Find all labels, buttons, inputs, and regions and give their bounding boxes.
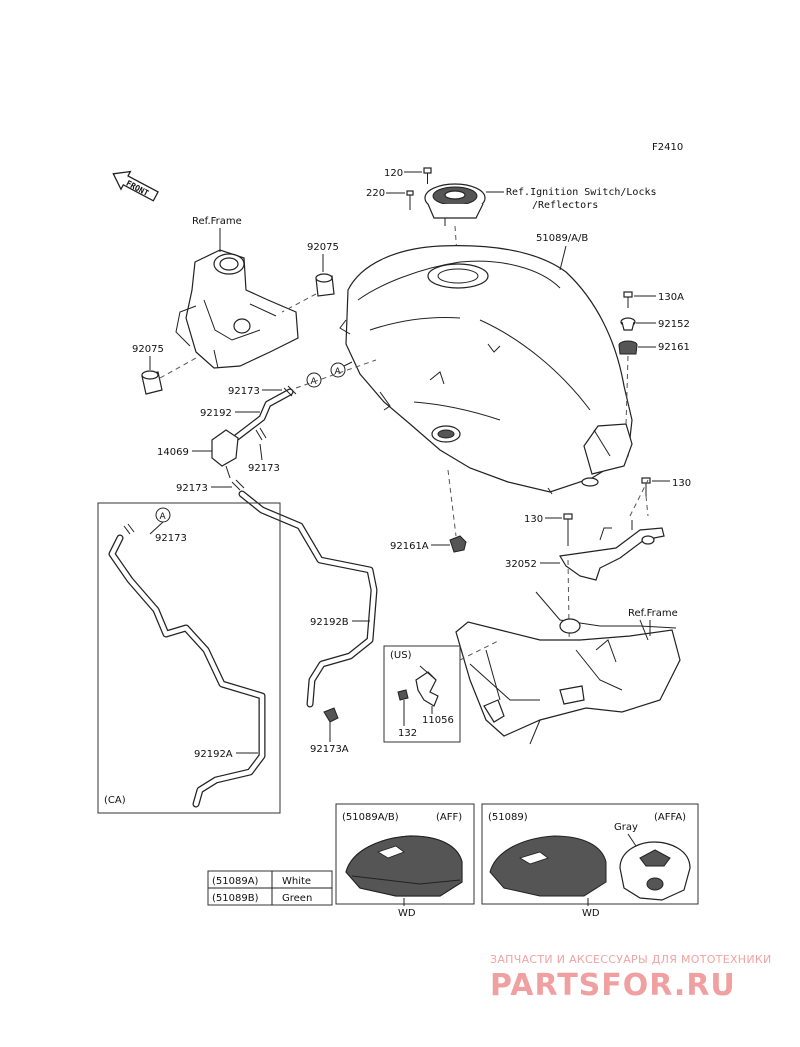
- variant-left-tag: (AFF): [436, 812, 462, 823]
- lower-frame: [455, 591, 681, 745]
- label-14069: 14069: [157, 447, 189, 458]
- ref-ignition-label-1: Ref.Ignition Switch/Locks: [506, 187, 657, 198]
- bolt-130-mid: [563, 513, 573, 546]
- clamp-92173-top: [283, 385, 297, 397]
- label-220: 220: [366, 188, 385, 199]
- label-92152: 92152: [658, 319, 690, 330]
- connector-a-circle-3: A: [155, 507, 171, 523]
- variant-left-caption: WD: [398, 908, 416, 919]
- color-table-color-2: Green: [282, 893, 312, 904]
- separator-14069: [211, 429, 239, 479]
- color-table: (51089A) White (51089B) Green: [207, 870, 333, 906]
- label-92075-left: 92075: [132, 344, 164, 355]
- clamp-92173-lower: [231, 479, 245, 491]
- ref-frame-bottom-label: Ref.Frame: [628, 608, 678, 619]
- clamp-92173-mid: [255, 427, 267, 441]
- label-92173-a: 92173: [228, 386, 260, 397]
- label-92173-c: 92173: [176, 483, 208, 494]
- label-130-mid: 130: [524, 514, 543, 525]
- bolt-120: [423, 167, 432, 184]
- us-box: [383, 645, 461, 743]
- clip-92173A: [323, 707, 339, 723]
- label-92192B: 92192B: [310, 617, 349, 628]
- label-92173-b: 92173: [248, 463, 280, 474]
- drain-hose-92192A: [108, 534, 266, 808]
- label-92192: 92192: [200, 408, 232, 419]
- tank-variant-left: [345, 835, 463, 897]
- label-32052: 32052: [505, 559, 537, 570]
- us-label: (US): [390, 650, 412, 661]
- svg-text:A: A: [160, 512, 167, 522]
- bracket-32052: [559, 520, 665, 581]
- svg-text:A: A: [335, 367, 342, 377]
- variant-left-code: (51089A/B): [342, 812, 399, 823]
- label-92173A: 92173A: [310, 744, 349, 755]
- ca-label: (CA): [104, 795, 126, 806]
- variant-right-caption: WD: [582, 908, 600, 919]
- front-arrow-icon: FRONT: [112, 170, 159, 202]
- watermark-logo: PARTSFOR.RU: [490, 968, 736, 1003]
- label-92173-ca: 92173: [155, 533, 187, 544]
- clamp-92173-ca: [123, 523, 135, 535]
- bolt-130A: [623, 291, 633, 308]
- drain-hose-92192B: [238, 490, 378, 708]
- ca-box: [97, 502, 281, 814]
- fuel-tank: [339, 245, 633, 495]
- watermark-tagline: ЗАПЧАСТИ И АКСЕССУАРЫ ДЛЯ МОТОТЕХНИКИ: [490, 953, 772, 966]
- color-table-code-2: (51089B): [212, 893, 259, 904]
- rubber-92075-left: [141, 370, 163, 395]
- tank-cover-gray: [619, 841, 691, 901]
- screw-220: [406, 190, 414, 210]
- bracket-11056: [415, 665, 439, 707]
- label-11056: 11056: [422, 715, 454, 726]
- figure-code: F2410: [652, 142, 683, 153]
- collar-92152: [620, 317, 636, 331]
- label-130A: 130A: [658, 292, 684, 303]
- damper-92161A: [449, 535, 467, 553]
- color-table-code-1: (51089A): [212, 876, 259, 887]
- label-120: 120: [384, 168, 403, 179]
- label-132: 132: [398, 728, 417, 739]
- label-92161: 92161: [658, 342, 690, 353]
- fuel-cap: [424, 183, 486, 226]
- label-92192A: 92192A: [194, 749, 233, 760]
- color-table-color-1: White: [282, 876, 311, 887]
- variant-right-code: (51089): [488, 812, 528, 823]
- label-130-right: 130: [672, 478, 691, 489]
- label-92161A: 92161A: [390, 541, 429, 552]
- label-92075-top: 92075: [307, 242, 339, 253]
- label-51089: 51089/A/B: [536, 233, 588, 244]
- variant-box-left: [335, 803, 475, 905]
- variant-box-right: [481, 803, 699, 905]
- breather-hose-92192: [224, 388, 294, 448]
- damper-92161: [618, 340, 638, 355]
- bolt-130-right: [641, 477, 651, 496]
- ref-frame-top-label: Ref.Frame: [192, 216, 242, 227]
- tank-variant-right: [489, 835, 607, 897]
- bolt-132: [397, 689, 409, 712]
- connector-a-circle-1: A: [306, 372, 322, 388]
- ref-ignition-label-2: /Reflectors: [532, 200, 598, 211]
- variant-right-color: Gray: [614, 822, 638, 833]
- connector-a-circle-2: A: [330, 362, 346, 378]
- variant-right-tag: (AFFA): [654, 812, 686, 823]
- rubber-92075-top: [315, 273, 335, 297]
- frame-head: [175, 249, 299, 369]
